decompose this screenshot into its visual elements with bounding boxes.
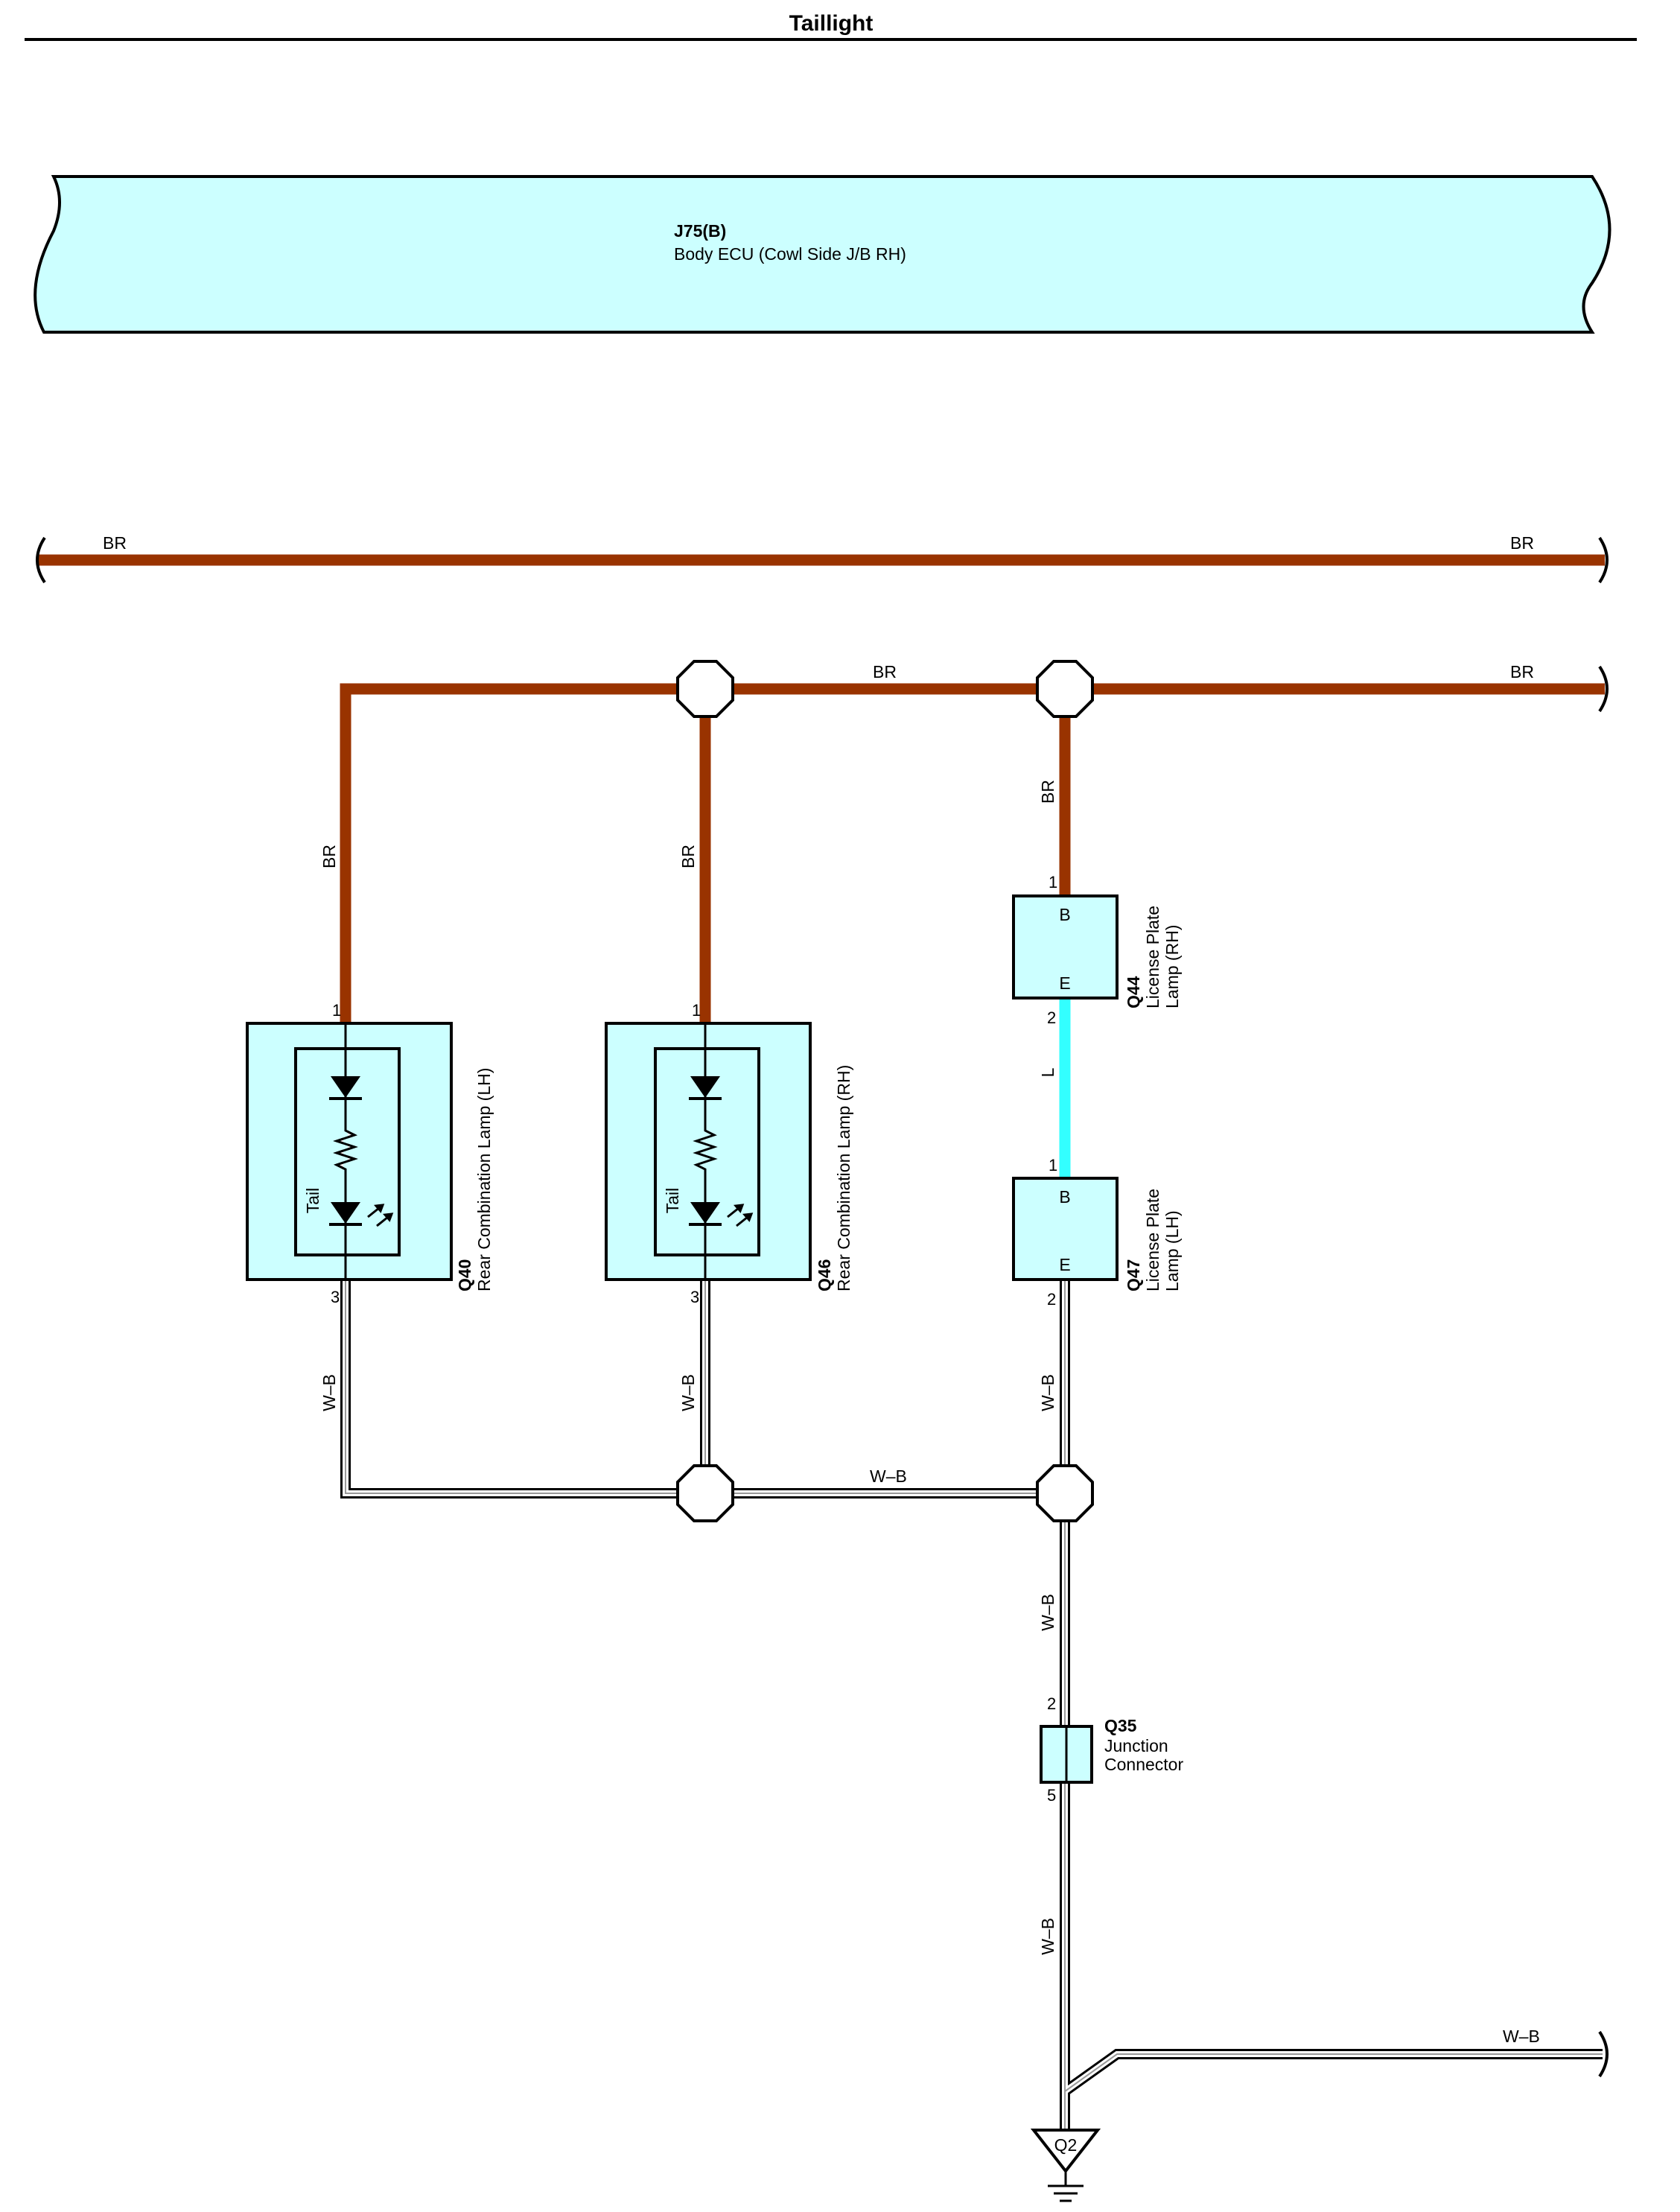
q35-name-line2: Connector [1104,1755,1183,1774]
q47-term-bottom: E [1059,1255,1070,1274]
wire-labels: BR BR BR BR BR BR BR L W–B W–B W–B W–B W… [103,533,1540,2046]
wire-label-br-mid: BR [873,662,897,681]
component-q46: Tail 1 3 Q46 Rear Combination Lamp (RH) [605,1001,853,1306]
splice-wb-left [676,1464,734,1522]
splice-br-left [676,660,734,718]
led-icon [331,1202,360,1224]
diode-icon [690,1076,720,1098]
wire-label-br-right: BR [1510,662,1534,681]
wire-label-wb-q46: W–B [678,1374,698,1411]
wire-label-br-top-left: BR [103,533,127,553]
component-q35: 2 5 Q35 Junction Connector [1040,1694,1183,1805]
wire-label-wb-from-q35: W–B [1038,1918,1057,1955]
diode-icon [331,1076,360,1098]
wire-label-br-q46: BR [678,845,698,868]
wire-label-wb-to-q35: W–B [1038,1594,1057,1631]
light-emission-icon [367,1204,394,1227]
component-q47: B E 1 2 Q47 License Plate Lamp (LH) [1012,1156,1182,1309]
splice-wb-right [1036,1464,1094,1522]
wire-label-wb-horizontal: W–B [870,1466,907,1486]
q44-code: Q44 [1124,976,1143,1008]
component-q44: B E 1 2 Q44 License Plate Lamp (RH) [1012,873,1182,1027]
q44-term-bottom: E [1059,973,1070,993]
ecu-code: J75(B) [674,221,726,241]
wire-label-wb-q40: W–B [319,1374,339,1411]
q46-pin-bottom: 3 [690,1288,699,1306]
q47-name-line1: License Plate [1143,1189,1162,1291]
q47-code: Q47 [1124,1259,1143,1291]
q44-name-line2: Lamp (RH) [1162,925,1182,1008]
led-icon [690,1202,720,1224]
resistor-icon [693,1123,718,1177]
ecu-name: Body ECU (Cowl Side J/B RH) [674,244,906,264]
wire-label-l: L [1038,1067,1057,1077]
wire-label-br-top-right: BR [1510,533,1534,553]
q44-term-top: B [1059,905,1070,924]
ground-q2: Q2 [1030,2129,1101,2202]
component-q40: Tail 1 3 Q40 Rear Combination Lamp (LH) [246,1001,494,1306]
wire-label-br-q44: BR [1038,780,1057,804]
q35-code: Q35 [1104,1716,1137,1735]
break-mark-top-right [1598,536,1609,584]
wire-break-marks [36,536,1609,2078]
q40-name: Rear Combination Lamp (LH) [474,1068,494,1291]
q35-pin-top: 2 [1047,1694,1056,1713]
wire-label-wb-right: W–B [1503,2027,1540,2046]
q46-inner-label: Tail [663,1188,682,1214]
br-wires [39,554,1605,1023]
q46-code: Q46 [815,1259,834,1291]
q44-pin-bottom: 2 [1047,1008,1056,1027]
q40-pin-top: 1 [332,1001,341,1020]
wb-wires [340,1280,1603,2130]
q47-pin-top: 1 [1049,1156,1057,1175]
q47-name-line2: Lamp (LH) [1162,1210,1182,1291]
light-emission-icon [727,1204,754,1227]
break-mark-top-left [36,536,46,584]
ground-triangle [1030,2129,1101,2174]
splice-br-right [1036,660,1094,718]
wire-label-br-q40: BR [319,845,339,868]
q35-name-line1: Junction [1104,1736,1168,1755]
q47-term-top: B [1059,1187,1070,1207]
q47-pin-bottom: 2 [1047,1290,1056,1309]
q2-code: Q2 [1054,2135,1078,2155]
ground-icon [1048,2184,1084,2202]
q40-pin-bottom: 3 [331,1288,340,1306]
q40-code: Q40 [455,1259,474,1291]
q44-name-line1: License Plate [1143,906,1162,1008]
break-mark-wb-right [1598,2030,1609,2078]
break-mark-mid-right [1598,665,1609,713]
wire-label-wb-q47: W–B [1038,1374,1057,1411]
ecu-block: J75(B) Body ECU (Cowl Side J/B RH) [34,175,1611,334]
br-wire-mid [340,683,1605,697]
page-title: Taillight [789,11,874,36]
q35-pin-bottom: 5 [1047,1786,1056,1805]
q44-pin-top: 1 [1049,873,1057,892]
q46-pin-top: 1 [692,1001,701,1020]
q46-name: Rear Combination Lamp (RH) [834,1065,853,1291]
q40-inner-label: Tail [303,1188,322,1214]
